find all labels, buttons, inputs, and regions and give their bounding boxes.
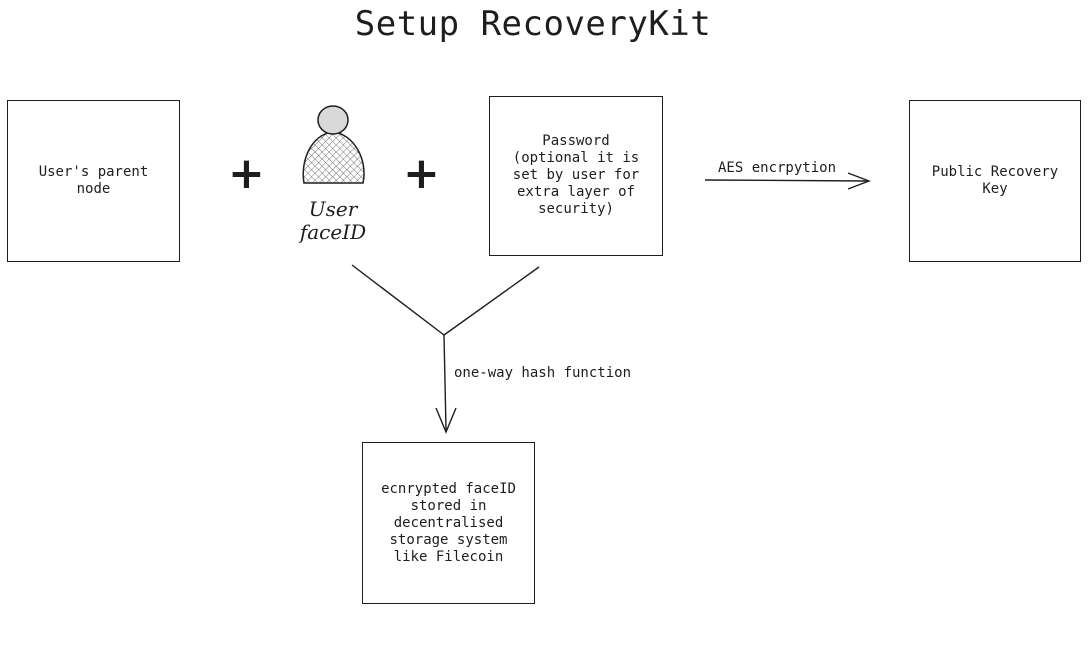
encrypted-storage-box: ecnrypted faceID stored in decentralised…	[362, 442, 535, 604]
hash-connector	[351, 264, 540, 434]
password-box: Password (optional it is set by user for…	[489, 96, 663, 256]
public-recovery-key-box: Public Recovery Key	[909, 100, 1081, 262]
plus-operator-2: +	[403, 148, 440, 199]
diagram-title: Setup RecoveryKit	[354, 4, 712, 44]
hash-function-label: one-way hash function	[454, 365, 632, 381]
aes-encryption-label: AES encrpytion	[718, 160, 837, 176]
user-faceid-label: User faceID	[299, 197, 367, 244]
plus-operator-1: +	[228, 148, 265, 199]
user-silhouette-icon	[302, 105, 365, 184]
parent-node-box: User's parent node	[7, 100, 180, 262]
aes-arrow	[704, 172, 871, 190]
